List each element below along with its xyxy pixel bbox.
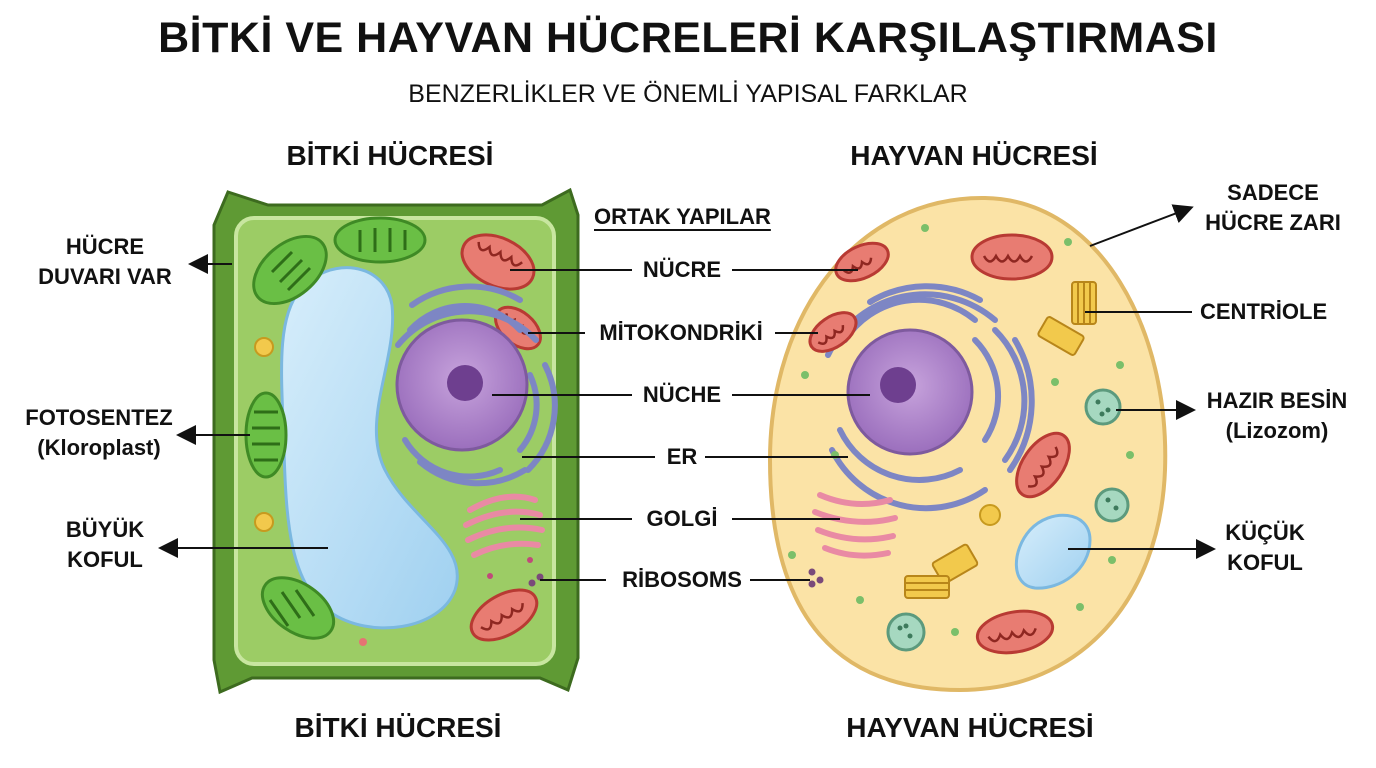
small-vacuole-label: KÜÇÜK KOFUL [1225,520,1305,575]
mitochondrion [808,311,858,353]
plant-cell [212,187,580,695]
mitochondrion [975,609,1055,655]
animal-cell-title-bottom: HAYVAN HÜCRESİ [846,712,1094,743]
lysosome [1084,388,1122,426]
mitochondrion [1015,431,1071,499]
animal-cell [767,195,1168,693]
endoplasmic-reticulum [395,283,558,487]
small-vacuole [1014,513,1092,590]
cell-wall-label: HÜCRE DUVARI VAR [38,234,172,289]
membrane-only-label: SADECE HÜCRE ZARI [1205,180,1341,235]
common-item-nucleus: NÜCRE [642,257,722,282]
plant-granules [254,337,544,646]
mitochondrion [460,233,536,291]
page-title: BİTKİ VE HAYVAN HÜCRELERİ KARŞILAŞTIRMAS… [158,14,1218,62]
common-item-ribosomes: RİBOSOMS [622,567,742,592]
nucleolus [880,367,916,403]
endoplasmic-reticulum [825,283,1035,512]
golgi-apparatus [812,492,898,559]
common-item-nucleus-2: NÜCHE [642,382,722,407]
connector-lines [158,204,1216,581]
page-subtitle: BENZERLİKLER VE ÖNEMLİ YAPISAL FARKLAR [408,80,968,108]
mitochondrion [970,233,1054,281]
centriole-label: CENTRİOLE [1200,299,1328,324]
common-item-er: ER [666,444,698,469]
animal-granules [788,224,1134,636]
photosynthesis-label: FOTOSENTEZ (Kloroplast) [25,405,173,460]
chloroplast [260,576,336,640]
chloroplast [333,216,427,264]
mitochondrion [834,241,890,283]
large-vacuole-label: BÜYÜK KOFUL [65,517,145,572]
lysosome [1094,487,1130,523]
chloroplast [244,391,288,479]
plant-cell-title-bottom: BİTKİ HÜCRESİ [294,712,502,743]
chloroplast [252,234,328,306]
golgi-apparatus [463,493,545,558]
lysosome-label: HAZIR BESİN (Lizozom) [1206,388,1348,443]
mitochondrion [469,588,539,642]
common-structures-heading: ORTAK YAPILAR [594,204,771,229]
animal-cell-membrane [767,195,1168,693]
common-item-golgi: GOLGİ [646,506,718,531]
animal-cell-title-top: HAYVAN HÜCRESİ [850,140,1098,171]
common-item-mitochondria: MİTOKONDRİKİ [599,320,763,345]
lysosome [886,612,926,652]
centriole [1037,281,1097,356]
nucleolus [447,365,483,401]
plant-cell-title-top: BİTKİ HÜCRESİ [286,140,494,171]
centriole [904,543,979,599]
